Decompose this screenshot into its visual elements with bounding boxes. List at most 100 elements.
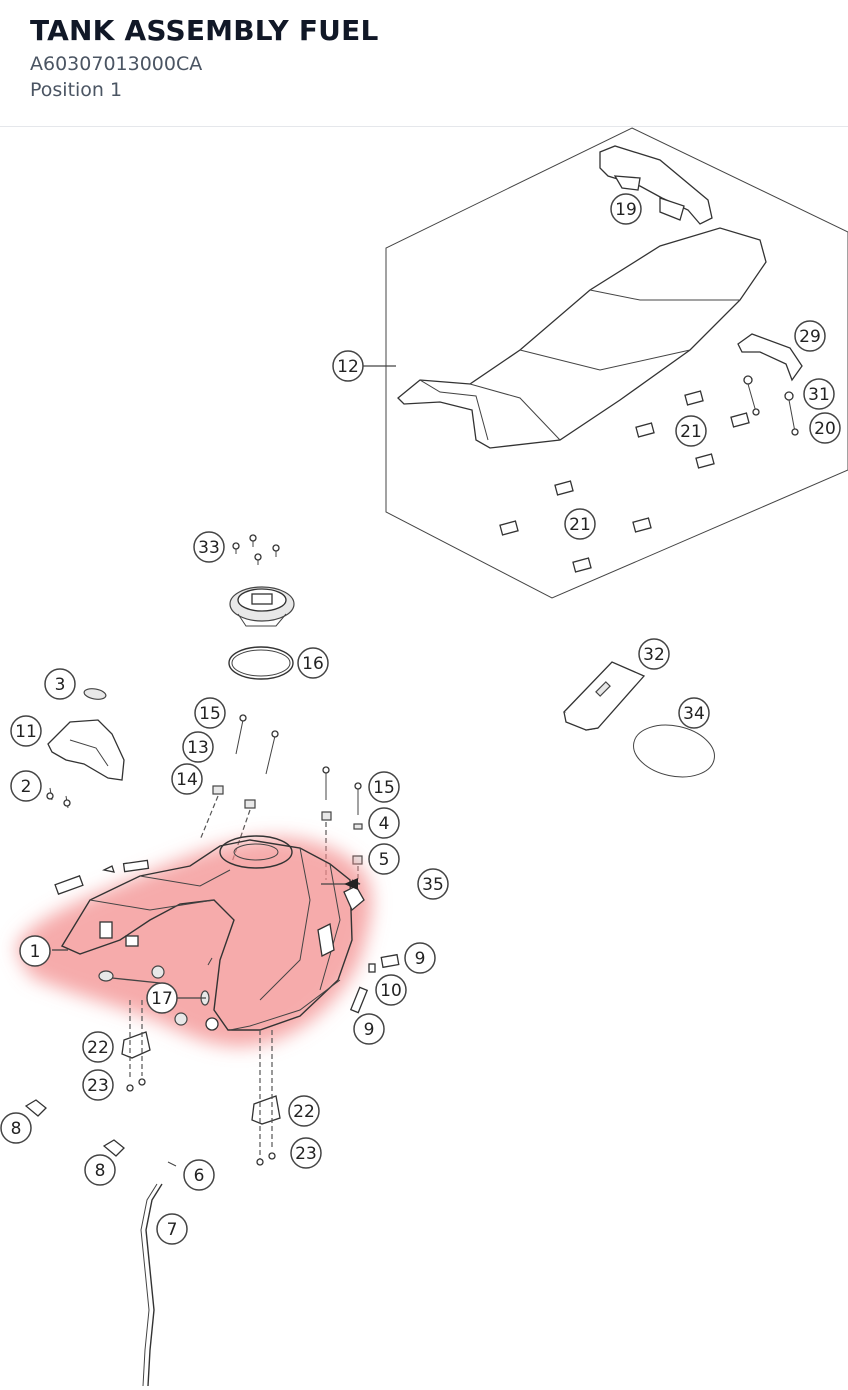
callout-3[interactable]: 3 — [44, 668, 76, 700]
callout-6[interactable]: 6 — [183, 1159, 215, 1191]
decal-part — [633, 724, 715, 778]
callout-4[interactable]: 4 — [368, 807, 400, 839]
callout-17[interactable]: 17 — [146, 982, 178, 1014]
callout-10[interactable]: 10 — [375, 974, 407, 1006]
callout-circle — [156, 1213, 188, 1245]
callout-22[interactable]: 22 — [82, 1031, 114, 1063]
callout-label: 23 — [87, 1076, 109, 1096]
callout-label: 31 — [808, 385, 830, 405]
callout-20[interactable]: 20 — [809, 412, 841, 444]
callout-label: 33 — [198, 538, 220, 558]
callout-11[interactable]: 11 — [10, 715, 42, 747]
screw-parts-33 — [232, 534, 280, 565]
callout-circle — [194, 697, 226, 729]
callout-label: 21 — [680, 422, 702, 442]
callout-circle — [290, 1137, 322, 1169]
callout-circle — [375, 974, 407, 1006]
callout-8[interactable]: 8 — [84, 1154, 116, 1186]
callout-5[interactable]: 5 — [368, 843, 400, 875]
grab-handle-part — [599, 145, 713, 225]
callout-16[interactable]: 16 — [297, 647, 329, 679]
callout-circle — [564, 508, 596, 540]
callout-circle — [368, 771, 400, 803]
callout-label: 13 — [187, 738, 209, 758]
callout-label: 12 — [337, 357, 359, 377]
callout-7[interactable]: 7 — [156, 1213, 188, 1245]
callout-label: 8 — [11, 1119, 22, 1139]
callout-circle — [182, 731, 214, 763]
callout-label: 35 — [422, 875, 444, 895]
callout-circle — [404, 942, 436, 974]
callout-circle — [171, 763, 203, 795]
callout-label: 2 — [21, 777, 32, 797]
callout-2[interactable]: 2 — [10, 770, 42, 802]
header: TANK ASSEMBLY FUEL A60307013000CA Positi… — [0, 0, 848, 127]
callout-circle — [332, 350, 364, 382]
callout-label: 5 — [379, 850, 390, 870]
callout-circle — [82, 1069, 114, 1101]
callout-circle — [44, 668, 76, 700]
callout-33[interactable]: 33 — [193, 531, 225, 563]
callout-34[interactable]: 34 — [678, 697, 710, 729]
callout-circle — [10, 770, 42, 802]
callout-circle — [84, 1154, 116, 1186]
callout-label: 32 — [643, 645, 665, 665]
callout-8[interactable]: 8 — [0, 1112, 32, 1144]
tank-screws — [212, 714, 363, 865]
seat-group-box — [385, 127, 848, 599]
clip-part-8b — [102, 1139, 125, 1157]
callout-13[interactable]: 13 — [182, 731, 214, 763]
callout-circle — [809, 412, 841, 444]
callout-label: 7 — [167, 1220, 178, 1240]
callout-15[interactable]: 15 — [194, 697, 226, 729]
callout-circle — [146, 982, 178, 1014]
callout-circle — [193, 531, 225, 563]
callout-21[interactable]: 21 — [564, 508, 596, 540]
callout-label: 4 — [379, 814, 390, 834]
callout-23[interactable]: 23 — [290, 1137, 322, 1169]
toolkit-part — [563, 661, 646, 731]
seat-part — [397, 227, 767, 449]
callout-label: 15 — [199, 704, 221, 724]
pad-part — [54, 875, 84, 895]
callout-label: 34 — [683, 704, 705, 724]
position-label: Position 1 — [30, 79, 123, 101]
callout-label: 29 — [799, 327, 821, 347]
callout-label: 23 — [295, 1144, 317, 1164]
callout-9[interactable]: 9 — [404, 942, 436, 974]
fuel-tank-part — [60, 835, 365, 1031]
callout-circle — [368, 807, 400, 839]
callout-circle — [678, 697, 710, 729]
bracket-part — [737, 333, 803, 382]
callout-31[interactable]: 31 — [803, 378, 835, 410]
callout-circle — [794, 320, 826, 352]
callout-22[interactable]: 22 — [288, 1095, 320, 1127]
callout-29[interactable]: 29 — [794, 320, 826, 352]
fuel-tank-highlight — [16, 837, 372, 1047]
callout-12[interactable]: 12 — [332, 350, 364, 382]
hose-part — [145, 1183, 163, 1387]
callout-label: 8 — [95, 1161, 106, 1181]
callout-label: 6 — [194, 1166, 205, 1186]
callout-35[interactable]: 35 — [417, 868, 449, 900]
callout-label: 10 — [380, 981, 402, 1001]
callout-label: 21 — [569, 515, 591, 535]
callout-label: 11 — [15, 722, 37, 742]
clip-part-8a — [24, 1099, 47, 1117]
callout-23[interactable]: 23 — [82, 1069, 114, 1101]
part-number: A60307013000CA — [30, 53, 203, 75]
callout-circle — [638, 638, 670, 670]
callout-label: 9 — [415, 949, 426, 969]
callout-15[interactable]: 15 — [368, 771, 400, 803]
callout-label: 19 — [615, 200, 637, 220]
callout-9[interactable]: 9 — [353, 1013, 385, 1045]
callout-1[interactable]: 1 — [19, 935, 51, 967]
callout-label: 20 — [814, 419, 836, 439]
callout-circle — [183, 1159, 215, 1191]
callout-14[interactable]: 14 — [171, 763, 203, 795]
callout-32[interactable]: 32 — [638, 638, 670, 670]
callout-21[interactable]: 21 — [675, 415, 707, 447]
callout-19[interactable]: 19 — [610, 193, 642, 225]
